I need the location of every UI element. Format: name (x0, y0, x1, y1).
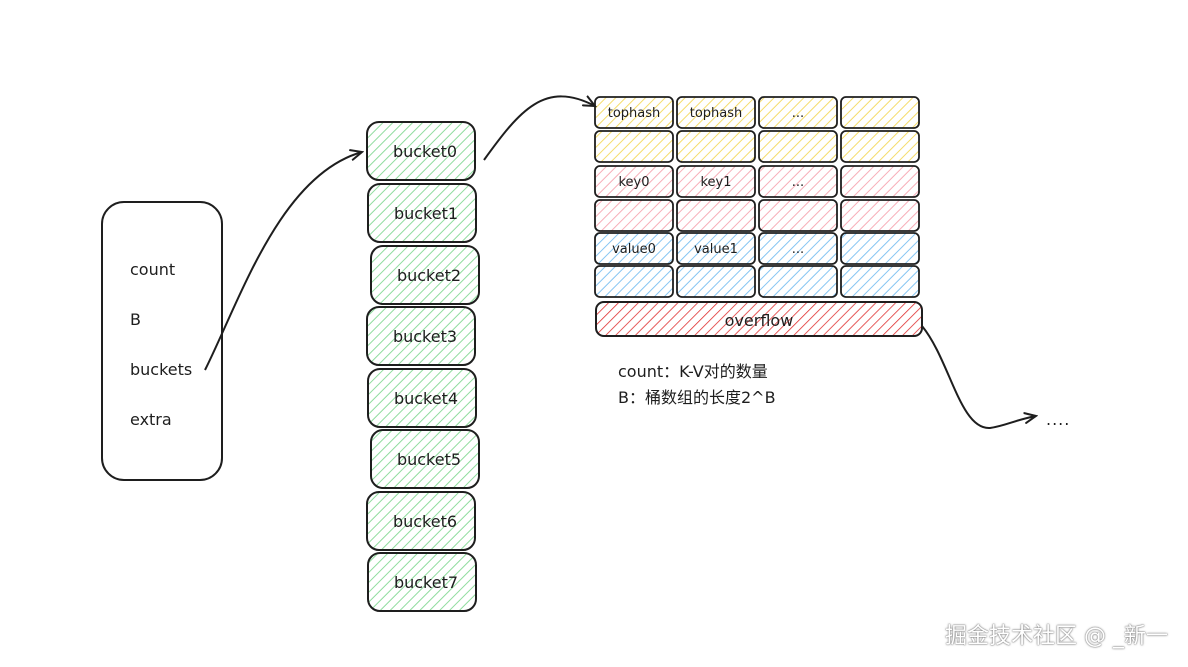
bucket-label: bucket6 (393, 512, 457, 531)
key-slot (840, 165, 920, 198)
tophash-slot-label: tophash (608, 106, 661, 121)
key-slot (840, 199, 920, 232)
bucket-label: bucket1 (394, 204, 458, 223)
tophash-slot (840, 130, 920, 163)
field-b: B (130, 310, 141, 329)
value-slot (676, 232, 756, 265)
overflow-label: overflow (725, 311, 794, 330)
tophash-slot (758, 96, 838, 129)
tophash-slot-label: ... (792, 106, 804, 121)
bucket-detail-grid: tophash tophash... key0 key1... value0 value1… (594, 96, 920, 298)
key-slot-label: key1 (700, 175, 731, 190)
key-slot (758, 165, 838, 198)
overflow-bar: overflow (595, 301, 923, 337)
bucket-label: bucket2 (397, 266, 461, 285)
watermark: 掘金技术社区 @ _新一 (945, 624, 1168, 649)
bucket-cell (370, 245, 480, 305)
bucket-cell (366, 121, 476, 181)
key-slot (676, 199, 756, 232)
arrow-overflow-to-next (921, 325, 1036, 430)
bucket-array: bucket0 bucket1 bucket2 bucket3 bucket4 bucke… (366, 121, 480, 612)
value-slot-label: value0 (612, 242, 656, 257)
key-slot (758, 199, 838, 232)
key-slot (594, 165, 674, 198)
value-slot (758, 232, 838, 265)
note-b: B：桶数组的长度2^B (618, 388, 776, 407)
field-buckets: buckets (130, 360, 192, 379)
tophash-slot (594, 96, 674, 129)
field-extra: extra (130, 410, 172, 429)
hmap-struct: count B buckets extra (101, 201, 223, 481)
bucket-cell (367, 552, 477, 612)
value-slot (594, 265, 674, 298)
arrow-buckets-to-bucket-array (204, 152, 362, 371)
key-slot (676, 165, 756, 198)
bucket-label: bucket3 (393, 327, 457, 346)
overflow-box (595, 301, 923, 337)
bucket-cell (366, 491, 476, 551)
tophash-slot (758, 130, 838, 163)
tophash-slot (840, 96, 920, 129)
value-slot (758, 265, 838, 298)
field-count: count (130, 260, 175, 279)
value-slot (840, 265, 920, 298)
arrow-bucket0-to-detail (483, 96, 595, 161)
key-slot (594, 199, 674, 232)
hmap-struct-box (101, 201, 223, 481)
value-slot-label: value1 (694, 242, 738, 257)
tophash-slot (594, 130, 674, 163)
tophash-slot (676, 130, 756, 163)
value-slot-label: ... (792, 242, 804, 257)
bucket-cell (367, 183, 477, 243)
bucket-cell (366, 306, 476, 366)
note-count: count：K-V对的数量 (618, 362, 768, 381)
bucket-label: bucket7 (394, 573, 458, 592)
tophash-slot (676, 96, 756, 129)
key-slot-label: ... (792, 175, 804, 190)
value-slot (594, 232, 674, 265)
tophash-slot-label: tophash (690, 106, 743, 121)
continuation-ellipsis: .... (1046, 410, 1071, 429)
bucket-label: bucket0 (393, 142, 457, 161)
bucket-label: bucket5 (397, 450, 461, 469)
key-slot-label: key0 (618, 175, 649, 190)
bucket-label: bucket4 (394, 389, 458, 408)
value-slot (676, 265, 756, 298)
value-slot (840, 232, 920, 265)
bucket-cell (367, 368, 477, 428)
bucket-cell (370, 429, 480, 489)
